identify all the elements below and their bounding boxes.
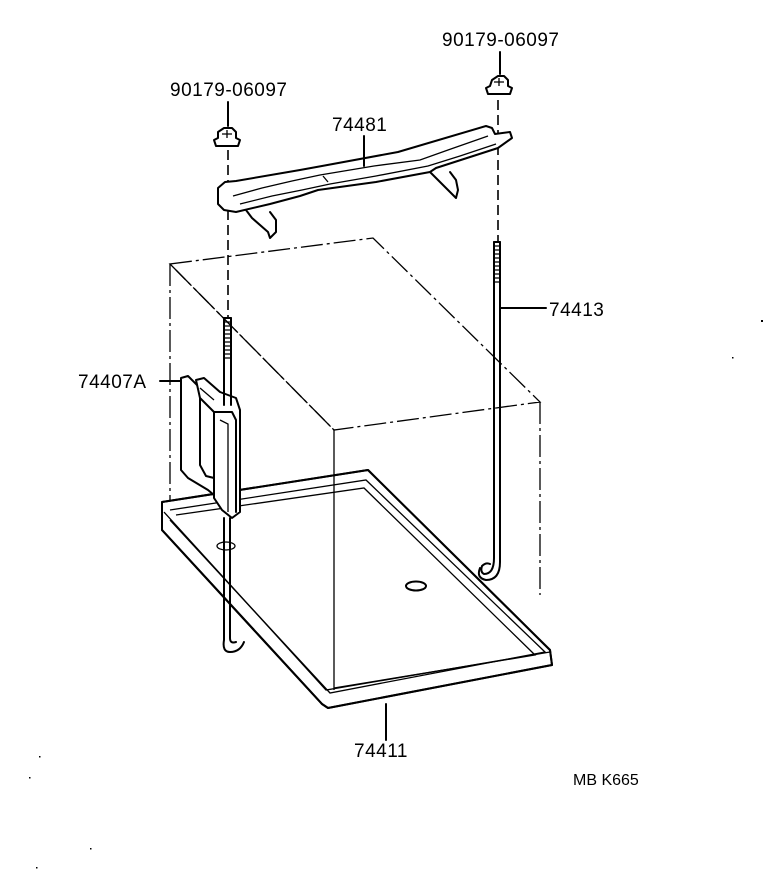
figure-code: MB K665	[573, 772, 639, 789]
battery-tray	[161, 469, 553, 709]
nut-left[interactable]	[213, 127, 241, 147]
hold-down-rod-left	[222, 317, 245, 653]
hold-down-clamp-74481[interactable]	[217, 125, 513, 239]
part-label-tray: 74411	[354, 741, 408, 762]
hold-down-rod-74413[interactable]	[477, 241, 501, 581]
nut-right[interactable]	[485, 75, 513, 95]
part-label-rod: 74413	[549, 300, 604, 321]
part-label-nut-right: 90179-06097	[442, 30, 560, 51]
bracket-74407A	[180, 375, 241, 519]
scan-specks	[29, 320, 763, 869]
part-label-clamp: 74481	[332, 115, 387, 136]
part-label-nut-left: 90179-06097	[170, 80, 288, 101]
part-label-bracket: 74407A	[78, 372, 147, 393]
